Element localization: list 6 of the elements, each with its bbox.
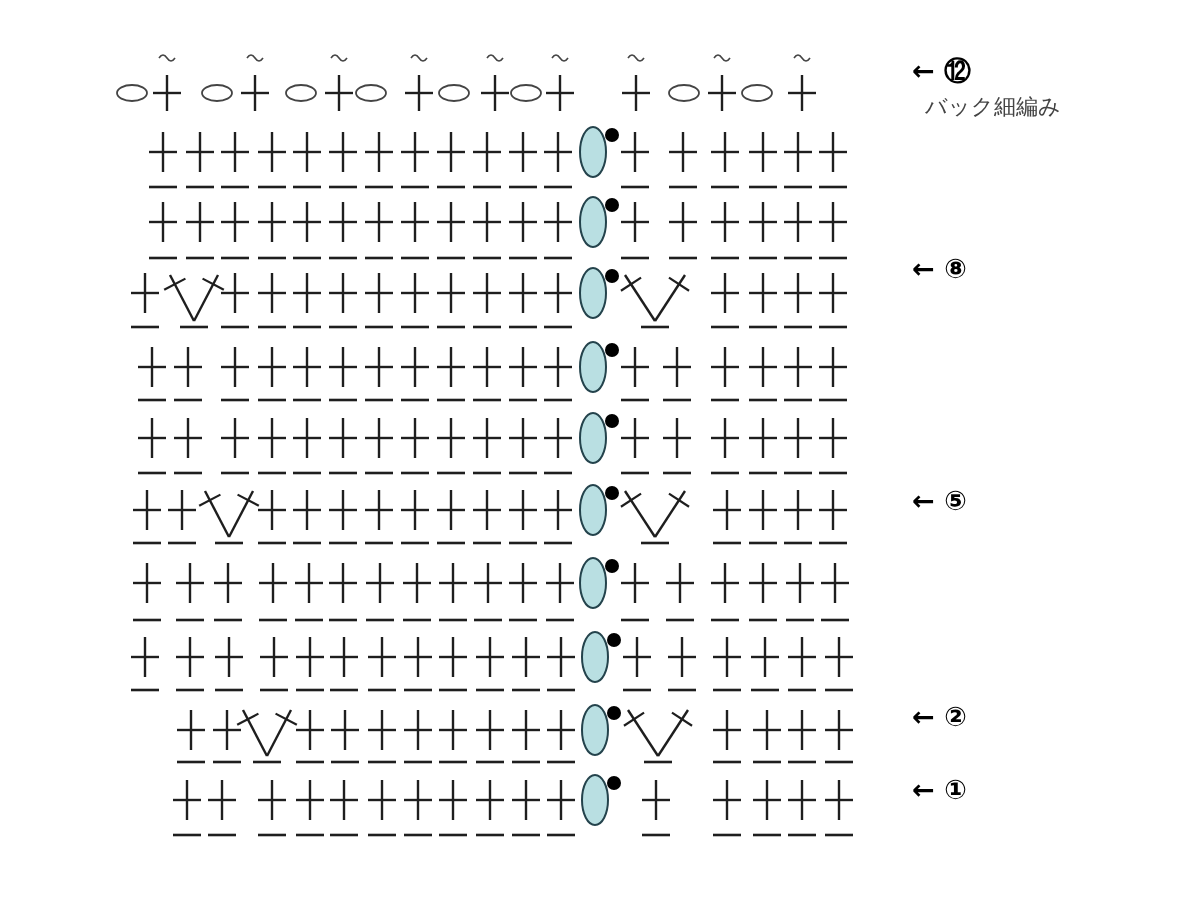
row-label: ← ⑧ <box>912 254 967 282</box>
row-label: ← ① <box>912 775 967 803</box>
row-label: ← ⑫ <box>912 56 972 84</box>
stitch-note: バック細編み <box>925 96 1061 118</box>
row-label: ← ⑤ <box>912 486 967 514</box>
row-label: ← ② <box>912 702 967 730</box>
